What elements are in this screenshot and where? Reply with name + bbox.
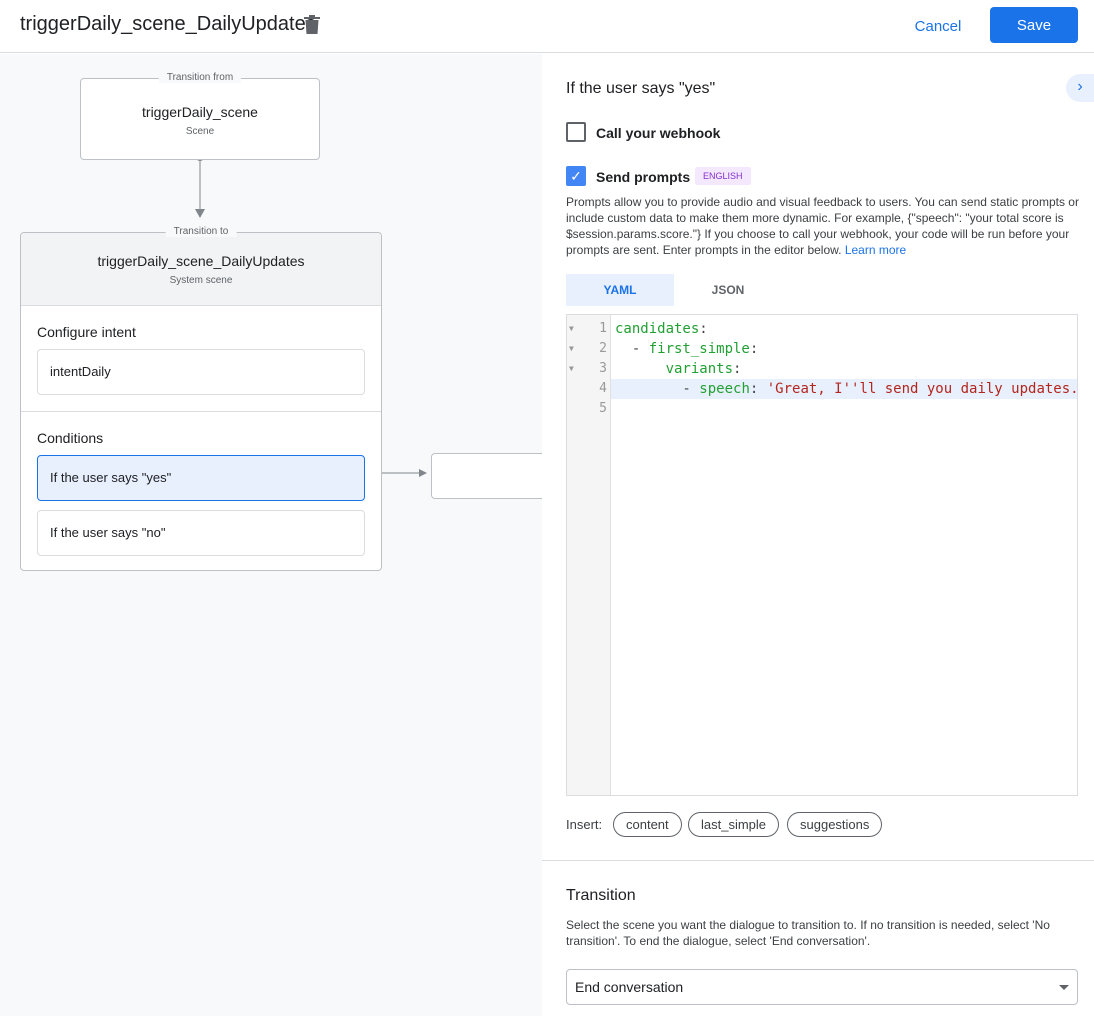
condition-yes[interactable]: If the user says "yes" [37,455,365,501]
collapse-panel-chevron-icon[interactable]: › [1066,74,1094,102]
divider [542,860,1094,861]
code-line: - speech: 'Great, I''ll send you daily u… [615,381,1079,397]
conditions-heading: Conditions [37,430,104,446]
webhook-checkbox[interactable] [566,122,586,142]
tab-yaml[interactable]: YAML [566,274,674,306]
insert-label: Insert: [566,817,603,832]
transition-value: End conversation [575,979,684,995]
line-number: 1 [599,321,607,336]
transition-description: Select the scene you want the dialogue t… [566,918,1050,948]
language-badge: ENGLISH [695,167,751,185]
condition-no[interactable]: If the user says "no" [37,510,365,556]
intent-item[interactable]: intentDaily [37,349,365,395]
transition-from-node[interactable]: Transition from triggerDaily_scene Scene [80,72,320,160]
empty-target-node[interactable] [431,453,542,499]
transition-heading: Transition [566,887,636,904]
insert-chip-content[interactable]: content [613,812,682,837]
insert-chip-suggestions[interactable]: suggestions [787,812,883,837]
to-scene-name: triggerDaily_scene_DailyUpdates [97,253,305,269]
save-button[interactable]: Save [990,7,1078,43]
line-number: 5 [599,401,607,416]
scene-title: triggerDaily_scene_DailyUpdates [20,13,316,35]
top-bar: triggerDaily_scene_DailyUpdates Cancel S… [0,0,1094,53]
fold-icon[interactable]: ▼ [569,324,574,333]
code-line: - first_simple: [615,341,759,357]
active-line-highlight [611,379,1077,399]
tab-json[interactable]: JSON [711,283,745,297]
line-gutter [567,315,611,795]
description-text: Prompts allow you to provide audio and v… [566,195,1079,257]
code-editor[interactable]: ▼ 1 ▼ 2 ▼ 3 4 5 candidates: - first_simple:… [566,314,1079,796]
cancel-button[interactable]: Cancel [900,9,976,43]
webhook-label: Call your webhook [596,125,721,141]
transition-from-label: Transition from [158,72,242,83]
transition-select[interactable]: End conversation [566,969,1078,1005]
send-prompts-label: Send prompts [596,169,691,185]
line-number: 4 [599,381,607,396]
from-scene-name: triggerDaily_scene [142,104,258,120]
transition-to-label: Transition to [165,226,237,237]
flow-canvas: Transition from triggerDaily_scene Scene… [0,54,542,1016]
line-number: 2 [599,341,607,356]
prompts-description: Prompts allow you to provide audio and v… [566,194,1081,258]
dropdown-arrow-icon [1059,985,1069,990]
insert-chip-last-simple[interactable]: last_simple [688,812,780,837]
code-line: variants: [665,361,742,377]
from-scene-type: Scene [185,126,215,137]
to-scene-type: System scene [169,275,233,286]
configure-intent-heading: Configure intent [37,324,136,340]
transition-to-node: Transition to triggerDaily_scene_DailyUp… [20,226,382,571]
delete-icon[interactable] [304,15,320,34]
send-prompts-checkbox[interactable]: ✓ [566,166,586,186]
panel-heading: If the user says "yes" [566,80,716,97]
line-number: 3 [599,361,607,376]
learn-more-link[interactable]: Learn more [844,243,907,257]
details-panel [542,54,1094,1016]
fold-icon[interactable]: ▼ [569,364,574,373]
code-line: candidates: [615,321,708,337]
fold-icon[interactable]: ▼ [569,344,574,353]
